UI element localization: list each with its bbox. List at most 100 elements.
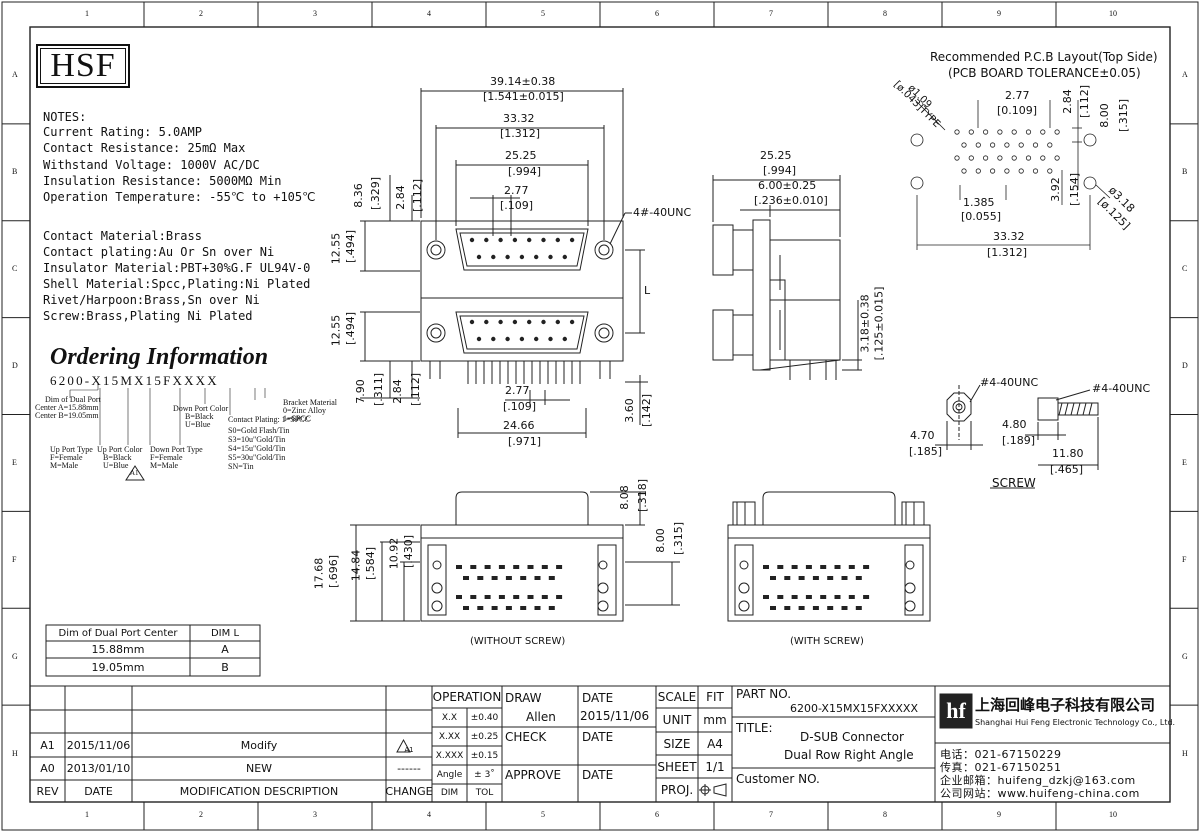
- order-note: Contact Plating: 1=SPCC: [228, 415, 310, 424]
- order-note: S3=10u"Gold/Tin: [228, 435, 286, 444]
- part-no: 6200-X15MX15FXXXXX: [790, 702, 918, 715]
- title-line-2: Dual Row Right Angle: [784, 748, 914, 762]
- dim-label: 10.92: [387, 537, 401, 570]
- tol-header: DIM: [440, 788, 459, 798]
- header-cell: DATE: [84, 784, 113, 798]
- order-note: Center A=15.88mm: [35, 403, 99, 412]
- border-col-label: 9: [997, 9, 1001, 18]
- title-block-lines: [30, 465, 1170, 802]
- dim-label: 33.32: [993, 230, 1025, 243]
- border-row-label: B: [12, 167, 18, 177]
- order-note: M=Male: [50, 461, 79, 470]
- dim-label: [.318]: [636, 478, 650, 513]
- dim-label: 3.18±0.38: [858, 294, 872, 353]
- dim-label: 14.84: [349, 549, 363, 582]
- dim-label: [1.312]: [500, 127, 541, 140]
- dim-label: [.125±0.015]: [872, 286, 886, 361]
- table-header: Dim of Dual Port Center: [58, 627, 178, 639]
- border-row-label: B: [1182, 167, 1188, 177]
- dim-label: [.112]: [1078, 84, 1092, 119]
- border-col-label: 7: [769, 810, 773, 819]
- dim-label: 25.25: [760, 149, 792, 162]
- dim-label: 17.68: [312, 557, 326, 590]
- dim-label: #4-40UNC: [980, 376, 1039, 389]
- dim-label: [.311]: [372, 372, 386, 407]
- dim-label: 8.00: [653, 528, 667, 553]
- material-line: Contact Material:Brass: [43, 229, 202, 243]
- tol-cell: X.XXX: [435, 750, 464, 761]
- company-tel: 电话：021-67150229: [940, 748, 1062, 761]
- border-col-label: 3: [313, 9, 317, 18]
- dim-label: L: [644, 284, 651, 297]
- pcb-title: Recommended P.C.B Layout(Top Side): [930, 50, 1158, 64]
- dim-label: 7.90: [353, 379, 367, 404]
- dim-label: [.236±0.010]: [754, 194, 828, 207]
- dim-label: [.430]: [402, 534, 416, 569]
- border-row-label: D: [12, 361, 18, 371]
- view-caption: (WITH SCREW): [790, 636, 864, 647]
- dim-label: 39.14±0.38: [490, 75, 556, 88]
- border-row-label: C: [12, 264, 18, 274]
- tol-cell: ±0.40: [470, 712, 499, 723]
- order-note: S0=Gold Flash/Tin: [228, 426, 290, 435]
- dim-label: 11.80: [1052, 447, 1084, 460]
- dim-table-lines: [45, 624, 261, 677]
- screw-view: [935, 384, 1099, 489]
- dim-label: 25.25: [505, 149, 537, 162]
- company-web: 公司网站：www.huifeng-china.com: [940, 787, 1140, 800]
- border-col-label: 1: [85, 9, 89, 18]
- material-line: Screw:Brass,Plating Ni Plated: [43, 309, 253, 323]
- front-view: [360, 88, 648, 438]
- dim-label: 2.84: [1060, 89, 1074, 114]
- dim-label: 4#-40UNC: [633, 206, 692, 219]
- dim-label: [.584]: [364, 546, 378, 581]
- unit-label: UNIT: [662, 713, 692, 727]
- approve-label: APPROVE: [505, 768, 562, 782]
- fit-label: FIT: [706, 690, 724, 704]
- dim-label: 8.36: [351, 183, 365, 208]
- border-col-label: 1: [85, 810, 89, 819]
- dim-label: 2.77: [1005, 89, 1030, 102]
- dim-label: [0.055]: [961, 210, 1002, 223]
- note-line: Insulation Resistance: 5000MΩ Min: [43, 174, 282, 188]
- screw-caption: SCREW: [992, 476, 1036, 490]
- dim-label: [.696]: [327, 554, 341, 589]
- dim-label: [.494]: [344, 311, 358, 346]
- order-note: Center B=19.05mm: [35, 411, 99, 420]
- order-note: M=Male: [150, 461, 179, 470]
- order-note: Up Port Type: [50, 445, 93, 454]
- tol-cell: X.X: [441, 712, 458, 723]
- tol-cell: ±0.25: [470, 731, 499, 742]
- order-note: B=Black: [103, 453, 132, 462]
- table-cell: B: [221, 660, 229, 674]
- dim-label: [.185]: [909, 445, 943, 458]
- order-note: S4=15u"Gold/Tin: [228, 444, 286, 453]
- desc-cell: NEW: [245, 762, 273, 775]
- header-cell: MODIFICATION DESCRIPTION: [179, 784, 339, 798]
- border-row-label: H: [1182, 748, 1188, 758]
- dim-label: 8.00: [1097, 103, 1111, 128]
- dim-label: [.154]: [1068, 172, 1082, 207]
- border-row-label: F: [1182, 554, 1187, 564]
- desc-cell: Modify: [240, 738, 278, 752]
- operation-label: OPERATION: [432, 690, 502, 704]
- dim-label: 4.70: [910, 429, 935, 442]
- border-col-label: 6: [655, 810, 659, 819]
- header-cell: REV: [36, 784, 59, 798]
- dim-label: [.142]: [640, 393, 654, 428]
- dim-label: [.315]: [672, 521, 686, 556]
- material-line: Contact plating:Au Or Sn over Ni: [43, 245, 275, 259]
- order-note: U=Blue: [185, 420, 211, 429]
- date-cell: 2013/01/10: [66, 762, 131, 775]
- order-note: B=Black: [185, 412, 214, 421]
- change-cell: A1: [404, 746, 414, 754]
- note-line: Operation Temperature: -55℃ to +105℃: [43, 190, 316, 204]
- rev-mark: A1: [130, 469, 139, 477]
- dim-label: 2.77: [505, 384, 530, 397]
- dim-label: [.329]: [369, 176, 383, 211]
- dim-label: 3.60: [622, 398, 636, 423]
- border-col-label: 7: [769, 9, 773, 18]
- border-row-label: E: [12, 457, 17, 467]
- draw-date: 2015/11/06: [580, 709, 650, 723]
- order-note: Down Port Color: [173, 404, 229, 413]
